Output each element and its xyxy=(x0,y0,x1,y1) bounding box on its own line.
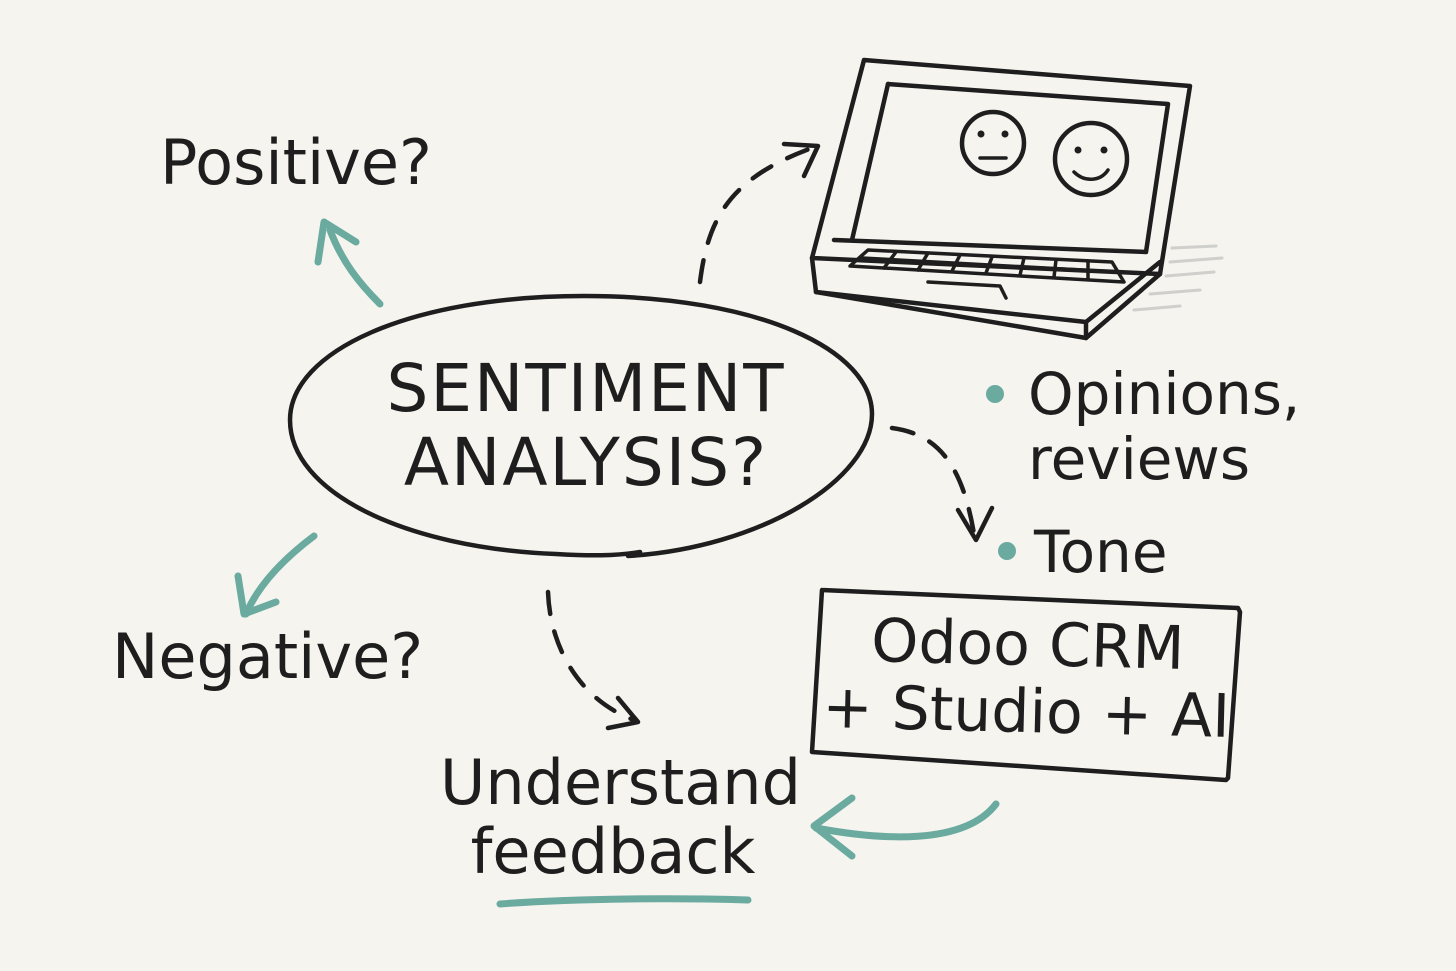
bullet-opinions-line2: reviews xyxy=(1028,424,1251,493)
negative-arrow xyxy=(234,532,318,618)
center-ellipse xyxy=(287,293,875,559)
crm-box-outline xyxy=(809,587,1243,783)
bullet-opinions: Opinions, reviews xyxy=(1028,362,1300,492)
outcome-arrow xyxy=(545,589,641,731)
bullets-arrow xyxy=(889,425,995,543)
positive-label: Positive? xyxy=(160,126,432,199)
crm-box-line2: + Studio + AI xyxy=(821,672,1231,752)
bullet-dot-tone xyxy=(998,542,1016,560)
outcome-line1: Understand xyxy=(440,746,801,819)
positive-arrow xyxy=(314,218,384,308)
central-topic: SENTIMENT ANALYSIS? xyxy=(300,352,872,500)
bullet-dot-opinions xyxy=(986,385,1004,403)
central-topic-line1: SENTIMENT xyxy=(386,350,786,427)
laptop-icon xyxy=(809,57,1224,341)
outcome-line2: feedback xyxy=(470,815,756,889)
crm-box-line1: Odoo CRM xyxy=(870,606,1186,684)
feedback-underline xyxy=(496,895,752,908)
bullet-tone: Tone xyxy=(1034,518,1168,586)
bullet-opinions-line1: Opinions, xyxy=(1028,360,1301,428)
central-topic-line2: ANALYSIS? xyxy=(403,423,769,501)
laptop-arrow xyxy=(697,141,821,285)
negative-label: Negative? xyxy=(112,620,424,693)
outcome-label: Understand feedback xyxy=(440,746,801,889)
crm-to-outcome-arrow xyxy=(810,794,1000,860)
crm-box: Odoo CRM + Studio + AI xyxy=(820,595,1234,763)
